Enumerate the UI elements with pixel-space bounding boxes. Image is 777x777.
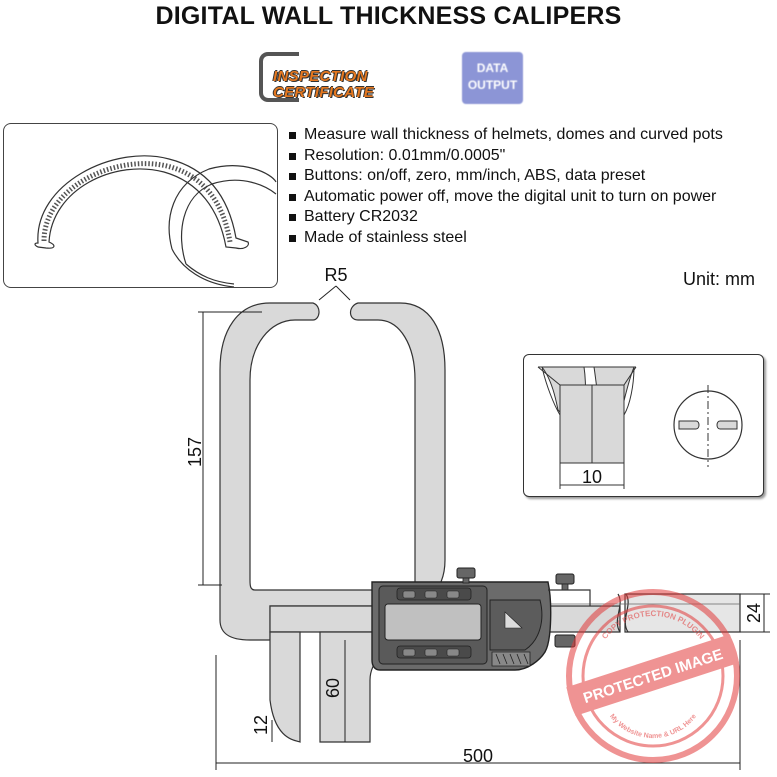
top-button-1[interactable] — [402, 590, 416, 599]
certificate-line1: INSPECTION — [273, 68, 368, 85]
feature-item: Resolution: 0.01mm/0.0005" — [288, 146, 723, 167]
certificate-line2: CERTIFICATE — [273, 84, 375, 101]
tip-dimension: 12 — [251, 715, 271, 735]
inspection-certificate-logo: INSPECTION CERTIFICATE — [259, 52, 419, 106]
watermark-bottom-text: My Website Name & URL Here — [608, 713, 698, 740]
unit-label: Unit: mm — [683, 269, 755, 289]
lower-jaw-fixed — [269, 631, 301, 743]
curved-pot-illustration — [34, 155, 277, 288]
feature-item: Made of stainless steel — [288, 228, 723, 249]
jaw-tip-detail: 10 — [523, 354, 764, 497]
watermark-top-text: COPY PROTECTION PLUGIN — [600, 609, 706, 641]
feature-item: Battery CR2032 — [288, 207, 723, 228]
page-title: DIGITAL WALL THICKNESS CALIPERS — [155, 2, 622, 30]
beam-dimension: 24 — [744, 603, 764, 623]
dimension-lines — [198, 285, 770, 770]
top-knob[interactable] — [456, 567, 476, 579]
tip-detail-drawing: 10 — [537, 366, 743, 489]
left-arm — [219, 302, 381, 641]
bottom-button-1[interactable] — [402, 648, 416, 657]
certificate-frame — [259, 52, 299, 102]
svg-text:My Website Name & URL Here: My Website Name & URL Here — [608, 713, 698, 740]
feature-list: Measure wall thickness of helmets, domes… — [288, 125, 723, 248]
lcd-screen — [384, 603, 482, 641]
length-dimension: 500 — [463, 746, 493, 766]
application-inset — [3, 123, 278, 288]
height-dimension: 157 — [185, 437, 205, 467]
jaw-dimension: 60 — [323, 678, 343, 698]
data-output-line1: DATA — [476, 61, 509, 75]
top-button-3[interactable] — [446, 590, 460, 599]
bottom-button-3[interactable] — [446, 648, 460, 657]
right-arm — [349, 302, 446, 596]
data-output-line2: OUTPUT — [467, 78, 518, 92]
brand-triangle-icon — [504, 611, 523, 629]
data-output-icon: DATA OUTPUT — [462, 52, 523, 104]
top-button-2[interactable] — [424, 590, 438, 599]
svg-text:COPY PROTECTION PLUGIN: COPY PROTECTION PLUGIN — [600, 609, 706, 641]
lock-screw[interactable] — [555, 573, 575, 585]
bottom-button-2[interactable] — [424, 648, 438, 657]
feature-item: Measure wall thickness of helmets, domes… — [288, 125, 723, 146]
detail-width-dimension: 10 — [582, 467, 602, 487]
feature-item: Buttons: on/off, zero, mm/inch, ABS, dat… — [288, 166, 723, 187]
radius-dimension: R5 — [324, 265, 347, 285]
protected-image-watermark: PROTECTED IMAGE COPY PROTECTION PLUGIN M… — [566, 589, 740, 763]
feature-item: Automatic power off, move the digital un… — [288, 187, 723, 208]
